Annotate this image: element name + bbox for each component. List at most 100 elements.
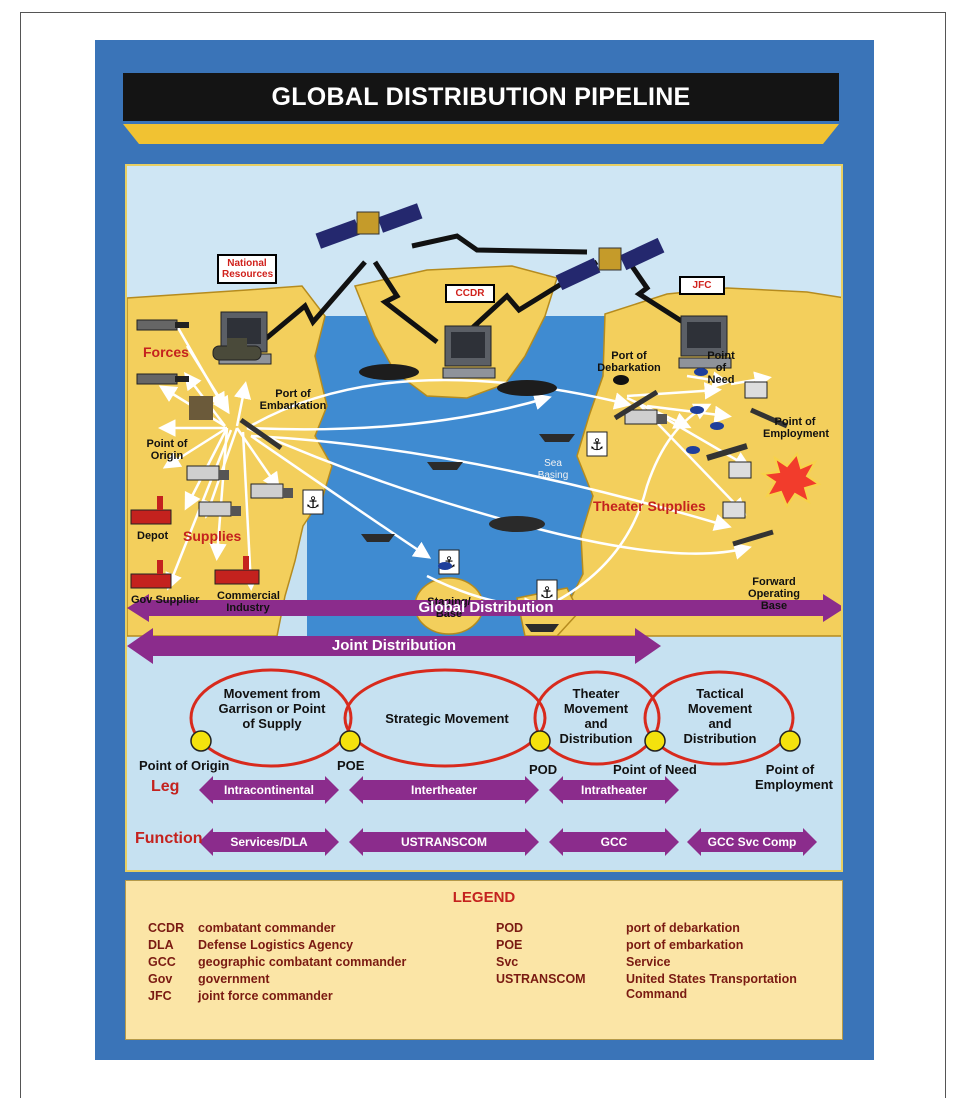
label-theater-supplies: Theater Supplies (593, 498, 706, 514)
leg-arrow-intratheater[interactable] (549, 776, 679, 804)
global-distribution-arrow[interactable] (127, 594, 843, 622)
comms-link-5 (622, 254, 685, 325)
legend-abbr-pod: POD (496, 921, 524, 935)
aircraft-icon (497, 380, 557, 396)
page-frame (20, 12, 946, 1098)
poster: GLOBAL DISTRIBUTION PIPELINE (95, 40, 874, 1060)
truck-icon (198, 501, 241, 517)
troops-icon (189, 396, 213, 420)
legend: LEGEND CCDR combatant commander DLA Defe… (125, 880, 843, 1040)
ship-icon (539, 434, 575, 442)
legend-def-ccdr: combatant commander (198, 921, 336, 935)
legend-abbr-svc: Svc (496, 955, 519, 969)
joint-distribution-label: Joint Distribution (331, 637, 457, 654)
label-point-of-employment: Point of Employment (763, 416, 830, 440)
function-gcc-svc-comp: GCC Svc Comp (707, 835, 797, 849)
svg-text:⚓: ⚓ (540, 583, 554, 602)
label-depot: Depot (137, 530, 169, 542)
legend-def-ustranscom: United States Transportation Command (626, 972, 797, 1001)
leg-intratheater: Intratheater (580, 783, 648, 797)
label-port-of-debarkation: Port of Debarkation (597, 350, 661, 374)
legend-abbr-poe: POE (496, 938, 523, 952)
point-of-need-markers (438, 368, 724, 570)
legend-title: LEGEND (452, 889, 516, 906)
diagram-panel: ⚓ ⚓ ⚓ ⚓ (125, 164, 843, 872)
truck-icon (186, 465, 229, 481)
legend-abbr-gcc: GCC (148, 955, 176, 969)
tank-icon (212, 338, 262, 361)
svg-text:⚓: ⚓ (590, 435, 604, 454)
label-port-of-embarkation: Port of Embarkation (259, 388, 327, 412)
title-underline (123, 124, 839, 144)
supply-crate-icon (722, 501, 746, 519)
svg-text:⚓: ⚓ (306, 493, 320, 512)
node-pod[interactable] (529, 730, 551, 752)
function-arrow-gcc-svc-comp[interactable] (687, 828, 817, 856)
artillery-icon (136, 373, 189, 385)
label-point-of-need: Point of Need (707, 350, 735, 386)
legend-def-poe: port of embarkation (626, 938, 744, 952)
diagram-canvas: ⚓ ⚓ ⚓ ⚓ (127, 166, 843, 856)
ship-icon (361, 534, 395, 542)
page-title: GLOBAL DISTRIBUTION PIPELINE (123, 73, 839, 121)
legend-def-pod: port of debarkation (626, 921, 740, 935)
leg-arrow-intracontinental[interactable] (199, 776, 339, 804)
node-point-of-employment[interactable] (779, 730, 801, 752)
legend-def-svc: Service (626, 955, 671, 969)
label-forces: Forces (143, 344, 189, 360)
point-label-poe: POE (337, 758, 365, 773)
point-label-need: Point of Need (613, 762, 697, 777)
flag-ccdr: CCDR (445, 284, 495, 303)
node-point-of-origin[interactable] (190, 730, 212, 752)
node-poe[interactable] (339, 730, 361, 752)
computer-icon (678, 315, 732, 369)
function-arrow-gcc[interactable] (549, 828, 679, 856)
stage-theater-movement: Theater Movement and Distribution (559, 686, 633, 746)
leg-intracontinental: Intracontinental (223, 783, 314, 797)
point-label-pod: POD (529, 762, 558, 777)
ship-icon (525, 624, 559, 632)
label-gov-supplier: Gov Supplier (131, 594, 200, 606)
anchor-icon: ⚓ (438, 549, 460, 575)
aircraft-icon (359, 364, 419, 380)
function-row-label: Function (135, 830, 203, 847)
comms-link-1 (255, 260, 367, 348)
legend-abbr-dla: DLA (148, 938, 174, 952)
legend-abbr-ccdr: CCDR (148, 921, 185, 935)
leg-arrow-intertheater[interactable] (349, 776, 539, 804)
legend-def-gov: government (198, 972, 270, 986)
label-point-of-origin: Point of Origin (146, 438, 188, 462)
function-ustranscom: USTRANSCOM (401, 835, 487, 849)
computer-icon (442, 325, 496, 379)
function-arrow-services-dla[interactable] (199, 828, 339, 856)
satellite-icon (315, 203, 423, 249)
legend-def-gcc: geographic combatant commander (198, 955, 407, 969)
comms-link-4 (455, 259, 599, 344)
port-marker (613, 375, 629, 385)
stage-garrison-movement: Movement from Garrison or Point of Suppl… (218, 686, 326, 731)
node-point-of-need[interactable] (644, 730, 666, 752)
function-services-dla: Services/DLA (230, 835, 308, 849)
point-label-origin: Point of Origin (139, 758, 230, 773)
aircraft-icon (489, 516, 545, 532)
leg-intertheater: Intertheater (410, 783, 478, 797)
stage-rings (189, 668, 795, 768)
legend-abbr-ustranscom: USTRANSCOM (496, 972, 586, 986)
function-gcc: GCC (600, 835, 628, 849)
legend-abbr-jfc: JFC (148, 989, 172, 1003)
legend-abbr-gov: Gov (148, 972, 173, 986)
point-label-employment: Point of Employment (755, 762, 834, 792)
factory-icon (130, 496, 172, 525)
function-arrow-ustranscom[interactable] (349, 828, 539, 856)
anchor-icon: ⚓ (536, 579, 558, 605)
label-forward-operating-base: Forward Operating Base (748, 576, 800, 612)
factory-icon (130, 560, 172, 589)
joint-distribution-arrow[interactable] (127, 628, 661, 664)
supply-crate-icon (744, 381, 768, 399)
helicopter-icon (706, 443, 748, 461)
supply-crate-icon (728, 461, 752, 479)
stage-tactical-movement: Tactical Movement and Distribution (683, 686, 757, 746)
comms-link-3 (411, 233, 588, 255)
anchor-icon: ⚓ (586, 431, 608, 457)
global-distribution-label: Global Distribution (418, 599, 554, 616)
